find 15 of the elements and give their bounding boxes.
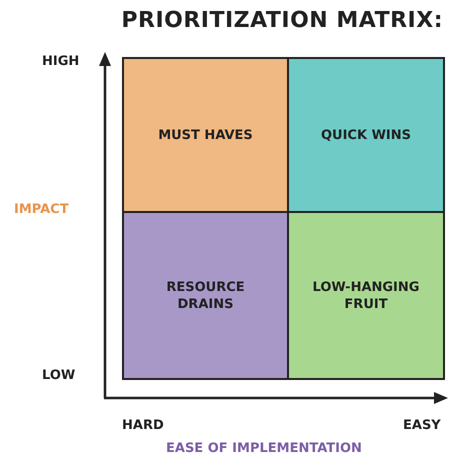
axis-title: EASE OF IMPLEMENTATION xyxy=(166,441,362,456)
quadrant-box xyxy=(122,57,289,213)
axis-title: IMPACT xyxy=(14,202,69,217)
axis-tick-label: LOW xyxy=(42,368,76,383)
axis-tick-label: HARD xyxy=(122,418,164,433)
quadrant-box xyxy=(287,57,445,213)
axis-tick-label: EASY xyxy=(403,418,441,433)
quadrant-label: QUICK WINS xyxy=(320,126,412,144)
quadrant-label: RESOURCE DRAINS xyxy=(165,278,246,312)
quadrant-label: MUST HAVES xyxy=(157,126,254,144)
axis-tick-label: HIGH xyxy=(42,54,80,69)
title: PRIORITIZATION MATRIX: xyxy=(121,8,443,33)
quadrant-label: LOW-HANGING FRUIT xyxy=(312,278,420,312)
quadrant-box xyxy=(122,211,289,380)
quadrant-box xyxy=(287,211,445,380)
